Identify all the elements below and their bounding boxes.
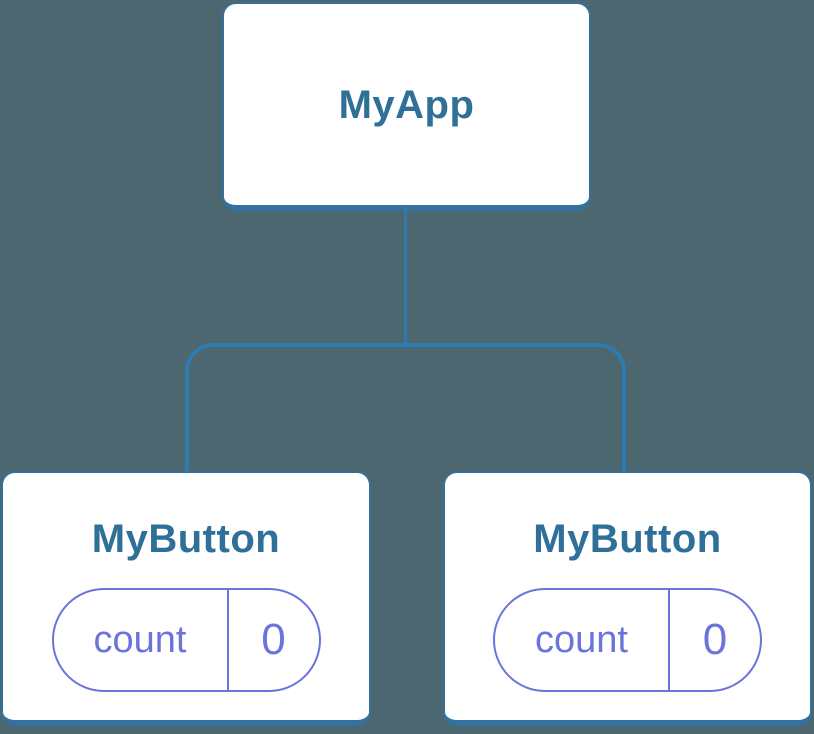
child-component-label: MyButton bbox=[533, 517, 722, 561]
state-pill: count 0 bbox=[51, 588, 321, 692]
connector-stem-line bbox=[404, 207, 407, 345]
root-component-label: MyApp bbox=[338, 82, 475, 127]
child-component-label: MyButton bbox=[91, 517, 281, 561]
child-component-card-left: MyButton count 0 bbox=[1, 471, 371, 726]
child-component-card-right: MyButton count 0 bbox=[443, 471, 812, 726]
state-name: count bbox=[54, 590, 229, 690]
connector-branch-line bbox=[185, 343, 626, 475]
state-name: count bbox=[495, 590, 670, 690]
state-value: 0 bbox=[702, 615, 728, 664]
state-value: 0 bbox=[261, 615, 286, 664]
root-component-card: MyApp bbox=[222, 2, 591, 211]
state-pill: count 0 bbox=[493, 588, 762, 692]
